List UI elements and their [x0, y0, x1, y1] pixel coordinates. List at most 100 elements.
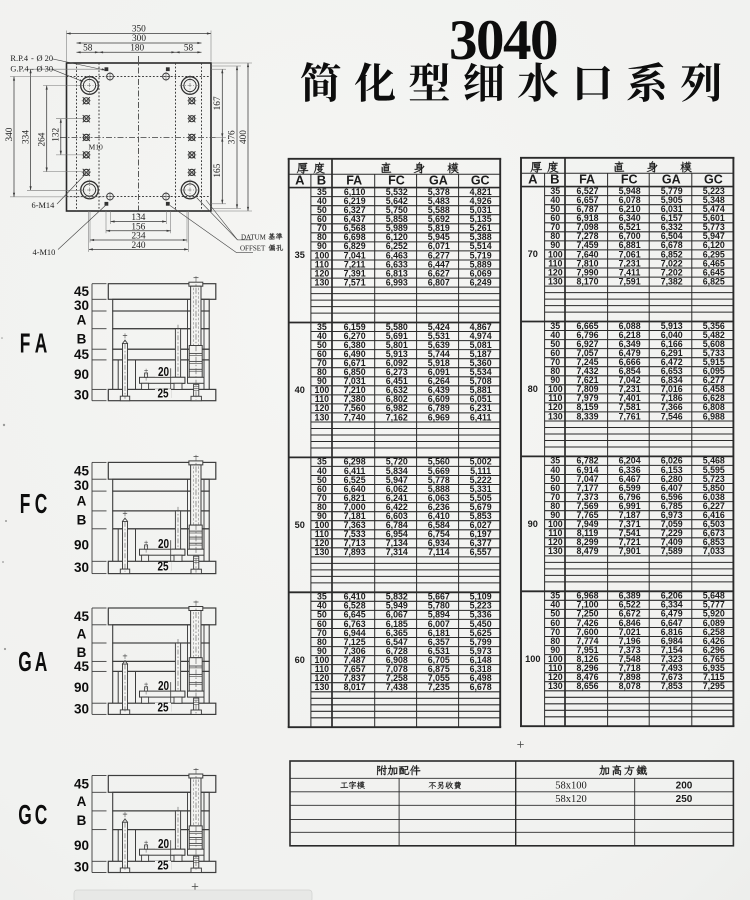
- svg-text:5,588: 5,588: [428, 205, 450, 215]
- svg-text:6,678: 6,678: [661, 240, 683, 250]
- svg-text:70: 70: [317, 628, 327, 638]
- svg-text:130: 130: [315, 277, 330, 287]
- svg-text:5,187: 5,187: [470, 349, 492, 359]
- svg-text:5,918: 5,918: [428, 358, 450, 368]
- svg-text:5,853: 5,853: [470, 511, 492, 521]
- svg-text:5,850: 5,850: [703, 483, 725, 493]
- svg-text:80: 80: [550, 366, 560, 376]
- svg-text:130: 130: [548, 411, 563, 421]
- svg-text:40: 40: [317, 466, 327, 476]
- svg-text:5,778: 5,778: [428, 475, 450, 485]
- svg-text:6,291: 6,291: [661, 348, 683, 358]
- svg-text:5,858: 5,858: [386, 214, 408, 224]
- svg-text:5,450: 5,450: [470, 619, 492, 629]
- svg-text:6,653: 6,653: [661, 366, 683, 376]
- svg-text:7,231: 7,231: [619, 384, 641, 394]
- svg-text:6,645: 6,645: [344, 610, 366, 620]
- svg-text:70: 70: [550, 627, 560, 637]
- svg-text:6,071: 6,071: [428, 241, 450, 251]
- svg-text:5,780: 5,780: [428, 601, 450, 611]
- svg-text:7,134: 7,134: [386, 538, 408, 548]
- svg-text:110: 110: [548, 663, 562, 673]
- svg-text:45: 45: [74, 659, 90, 674]
- svg-text:6,157: 6,157: [661, 213, 683, 223]
- svg-text:5,744: 5,744: [428, 349, 450, 359]
- svg-text:7,323: 7,323: [661, 654, 683, 664]
- svg-text:4-M10: 4-M10: [33, 248, 56, 257]
- svg-text:80: 80: [550, 501, 560, 511]
- svg-text:6,700: 6,700: [619, 231, 641, 241]
- svg-text:4,867: 4,867: [470, 322, 492, 332]
- svg-text:6,416: 6,416: [703, 510, 725, 520]
- svg-text:5,532: 5,532: [386, 187, 408, 197]
- svg-text:234: 234: [132, 232, 146, 242]
- svg-text:7,765: 7,765: [576, 510, 598, 520]
- svg-text:120: 120: [315, 673, 330, 683]
- svg-text:120: 120: [315, 268, 330, 278]
- svg-text:7,548: 7,548: [619, 654, 641, 664]
- svg-text:5,331: 5,331: [470, 484, 492, 494]
- svg-text:6,647: 6,647: [661, 618, 683, 628]
- svg-text:7,401: 7,401: [619, 393, 641, 403]
- svg-text:45: 45: [74, 463, 90, 478]
- svg-text:35: 35: [550, 591, 560, 601]
- svg-text:7,295: 7,295: [703, 681, 725, 691]
- svg-text:7,809: 7,809: [576, 384, 598, 394]
- svg-text:7,057: 7,057: [576, 348, 598, 358]
- svg-text:6,410: 6,410: [428, 511, 450, 521]
- svg-text:A: A: [528, 172, 538, 187]
- svg-text:5,945: 5,945: [428, 232, 450, 242]
- svg-text:90: 90: [74, 367, 89, 382]
- svg-text:90: 90: [550, 510, 560, 520]
- svg-text:70: 70: [550, 222, 560, 232]
- svg-text:8,296: 8,296: [576, 663, 598, 673]
- svg-text:6,258: 6,258: [703, 627, 725, 637]
- svg-text:6,069: 6,069: [470, 268, 492, 278]
- svg-text:5,989: 5,989: [386, 223, 408, 233]
- svg-text:4,926: 4,926: [470, 196, 492, 206]
- svg-text:6,377: 6,377: [470, 538, 492, 548]
- svg-text:5,920: 5,920: [703, 609, 725, 619]
- svg-text:6,204: 6,204: [619, 456, 641, 466]
- svg-text:M10: M10: [89, 143, 104, 152]
- svg-text:6,807: 6,807: [428, 277, 450, 287]
- svg-text:5,667: 5,667: [428, 592, 450, 602]
- svg-text:C: C: [35, 799, 48, 830]
- svg-text:7,411: 7,411: [619, 267, 641, 277]
- svg-text:7,211: 7,211: [344, 259, 366, 269]
- svg-text:120: 120: [548, 672, 563, 682]
- svg-text:134: 134: [131, 213, 145, 223]
- svg-text:264: 264: [38, 132, 48, 146]
- svg-text:120: 120: [548, 537, 563, 547]
- svg-text:A: A: [295, 173, 305, 188]
- svg-text:130: 130: [315, 682, 330, 692]
- svg-text:40: 40: [317, 331, 327, 341]
- svg-text:6,447: 6,447: [428, 259, 450, 269]
- svg-text:6,249: 6,249: [470, 277, 492, 287]
- svg-text:8,656: 8,656: [576, 681, 598, 691]
- svg-text:6,765: 6,765: [703, 654, 725, 664]
- svg-text:7,229: 7,229: [661, 528, 683, 538]
- svg-text:6,411: 6,411: [470, 412, 492, 422]
- svg-text:110: 110: [315, 529, 329, 539]
- svg-text:7,990: 7,990: [576, 267, 598, 277]
- svg-text:6,078: 6,078: [619, 195, 641, 205]
- svg-text:6,528: 6,528: [344, 601, 366, 611]
- svg-text:R.P.4: R.P.4: [10, 54, 29, 63]
- svg-text:7,459: 7,459: [576, 240, 598, 250]
- svg-text:A: A: [77, 794, 87, 809]
- svg-text:5,905: 5,905: [661, 195, 683, 205]
- svg-text:7,600: 7,600: [576, 627, 598, 637]
- svg-text:45: 45: [74, 284, 90, 299]
- svg-text:6,522: 6,522: [619, 600, 641, 610]
- svg-text:250: 250: [676, 794, 693, 805]
- svg-text:110: 110: [548, 258, 562, 268]
- svg-text:5,348: 5,348: [703, 195, 725, 205]
- svg-text:8,299: 8,299: [576, 537, 598, 547]
- svg-text:60: 60: [550, 483, 560, 493]
- svg-text:6,231: 6,231: [470, 403, 492, 413]
- svg-text:5,482: 5,482: [703, 330, 725, 340]
- svg-text:7,432: 7,432: [576, 366, 598, 376]
- svg-text:6,365: 6,365: [386, 628, 408, 638]
- svg-text:7,245: 7,245: [576, 357, 598, 367]
